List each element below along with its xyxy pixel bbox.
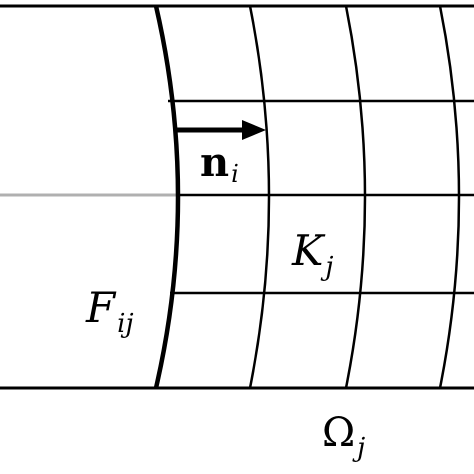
face-label: Fij	[85, 283, 134, 339]
normal-vector-label: ni	[200, 139, 239, 188]
cell-label: Kj	[291, 226, 333, 282]
mesh-column-line	[344, 5, 367, 389]
face-label-sub: ij	[117, 309, 133, 339]
normal-vector-label-sub: i	[231, 160, 239, 188]
arrow-head	[242, 120, 266, 140]
face-label-main: F	[85, 283, 117, 332]
domain-boundary	[0, 4, 474, 390]
normal-vector-label-main: n	[200, 139, 229, 186]
normal-vector-arrow	[176, 120, 266, 140]
mesh-horizontal-lines	[168, 99, 474, 295]
interface-face-curve	[153, 5, 181, 389]
mesh-column-line	[248, 5, 271, 389]
domain-label: Ωj	[322, 410, 365, 463]
mesh-column-line	[438, 5, 461, 389]
domain-label-main: Ω	[322, 410, 355, 456]
mesh-vertical-lines	[248, 5, 461, 389]
cell-label-main: K	[291, 226, 326, 275]
